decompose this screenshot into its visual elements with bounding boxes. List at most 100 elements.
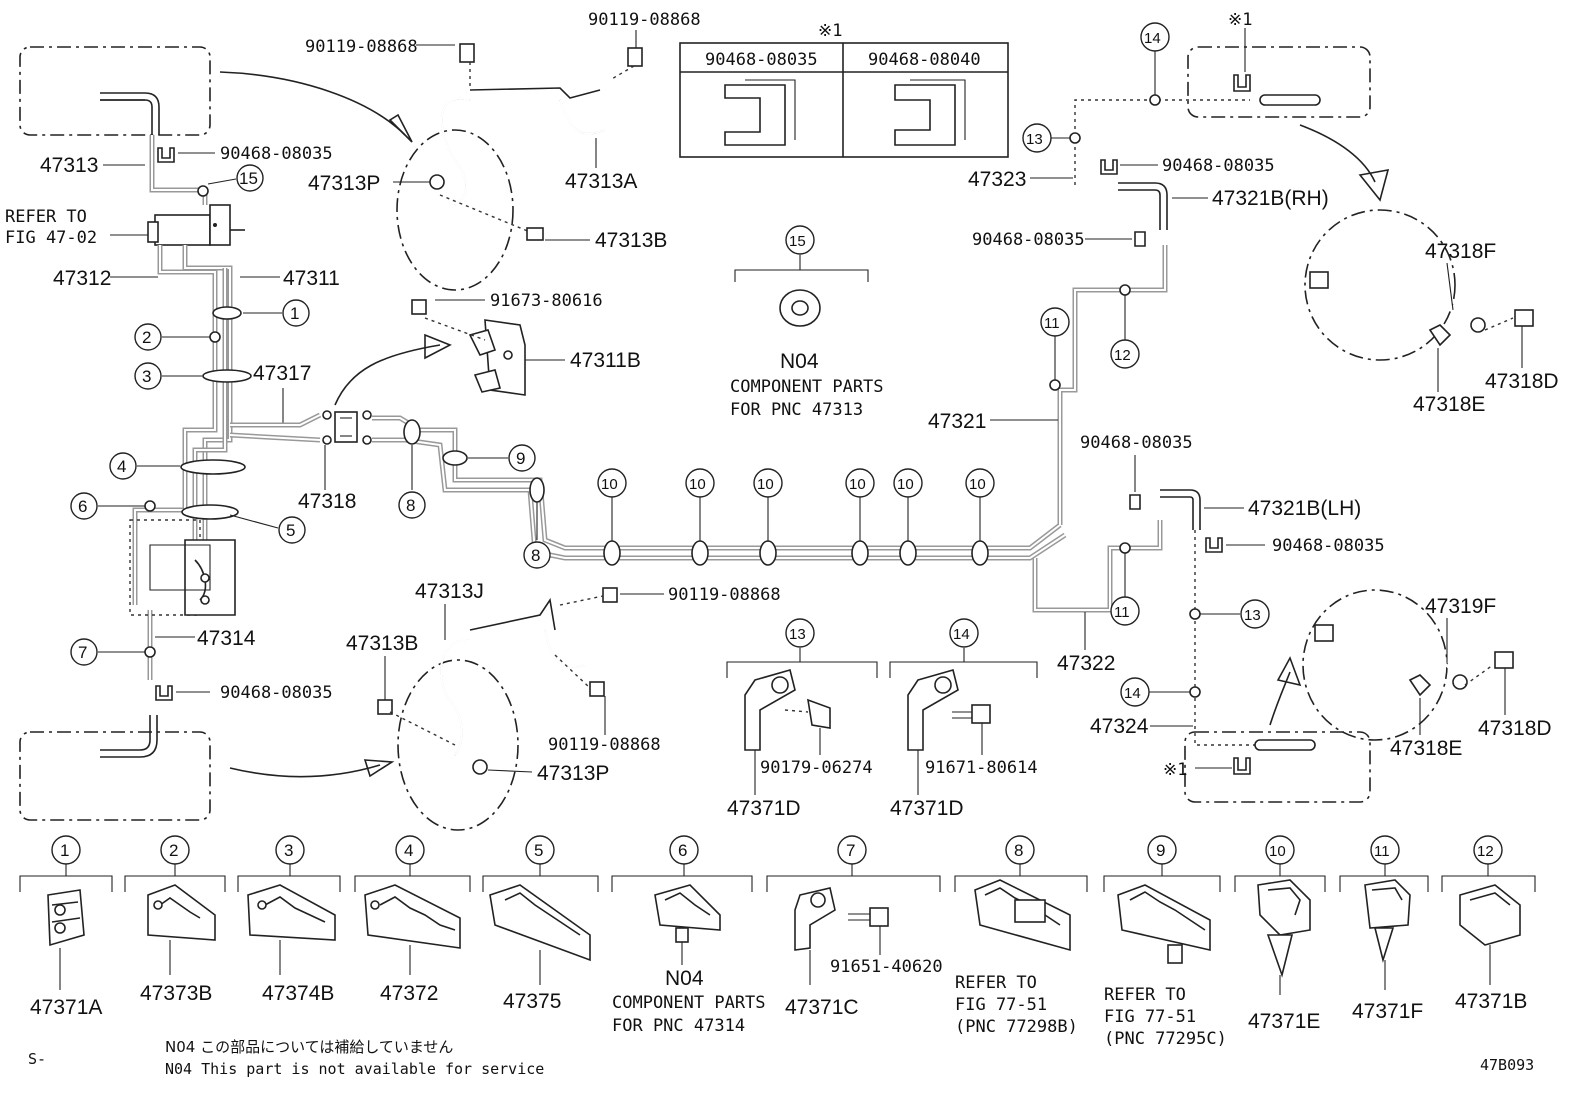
svg-text:10: 10 [1269, 843, 1286, 860]
label-90468-08035-d: 90468-08035 [972, 230, 1085, 250]
label-90468-08035-e: 90468-08035 [1080, 433, 1193, 453]
svg-text:1: 1 [290, 304, 299, 323]
label-47371D-a: 47371D [727, 797, 801, 820]
svg-text:11: 11 [1374, 843, 1390, 860]
bottom-parts-row: 1 47371A 2 47373B 3 47374B 4 [19, 835, 1536, 1049]
label-47371D-b: 47371D [890, 797, 964, 820]
label-47317: 47317 [253, 362, 311, 385]
label-47318D-top: 47318D [1485, 370, 1559, 393]
wheel-box-rear-right: ※1 [1187, 10, 1371, 118]
label-90119-08868-a: 90119-08868 [305, 37, 418, 57]
svg-text:13: 13 [1026, 131, 1043, 148]
svg-text:15: 15 [789, 233, 806, 250]
callouts-left: 1 2 3 4 6 5 7 15 [70, 164, 310, 666]
wheel-box-rear-right-lower: ※1 [1163, 731, 1371, 803]
svg-text:10: 10 [897, 476, 914, 493]
label-47371A: 47371A [30, 996, 102, 1019]
footer-note-en: N04 This part is not available for servi… [165, 1060, 544, 1078]
label-47374B: 47374B [262, 982, 334, 1005]
svg-text:2: 2 [169, 841, 178, 860]
label-47371C: 47371C [785, 996, 859, 1019]
svg-text:5: 5 [534, 841, 543, 860]
label-47372: 47372 [380, 982, 438, 1005]
label-47322: 47322 [1057, 652, 1115, 675]
label-47375: 47375 [503, 990, 561, 1013]
svg-text:7: 7 [78, 643, 87, 662]
label-90468-08035-a: 90468-08035 [220, 144, 333, 164]
wheel-box-front-left [19, 46, 211, 136]
label-47318E-top: 47318E [1413, 393, 1485, 416]
svg-text:8: 8 [406, 496, 415, 515]
label-47313B-top: 47313B [595, 229, 667, 252]
label-47311B: 47311B [570, 349, 641, 372]
label-90468-08035-f: 90468-08035 [1272, 536, 1385, 556]
svg-text:2: 2 [142, 328, 151, 347]
label-47313P-bot: 47313P [537, 762, 609, 785]
label-47318E-bot: 47318E [1390, 737, 1462, 760]
label-refer-to-77298b-line3: (PNC 77298B) [955, 1017, 1078, 1037]
label-47371F: 47371F [1352, 1000, 1423, 1023]
label-90468-08035-c: 90468-08035 [1162, 156, 1275, 176]
svg-text:6: 6 [78, 497, 87, 516]
svg-text:10: 10 [757, 476, 774, 493]
bracket-14: 14 91671-80614 47371D [889, 618, 1038, 820]
label-47371B: 47371B [1455, 990, 1527, 1013]
svg-text:10: 10 [849, 476, 866, 493]
label-47312: 47312 [53, 267, 111, 290]
hose-rear-right-upper [1304, 209, 1534, 361]
clamp-markers-left [144, 306, 252, 658]
svg-text:3: 3 [284, 841, 293, 860]
label-refer-to-77298b-line2: FIG 77-51 [955, 995, 1047, 1015]
label-47321B-RH: 47321B(RH) [1212, 187, 1329, 210]
label-90179-06274: 90179-06274 [760, 758, 873, 778]
label-91671-80614: 91671-80614 [925, 758, 1038, 778]
label-47318D-bot: 47318D [1478, 717, 1552, 740]
bracket-13: 13 90179-06274 47371D [726, 618, 878, 820]
svg-text:9: 9 [516, 449, 525, 468]
label-n04-top-line2: FOR PNC 47313 [730, 400, 863, 420]
label-47319F: 47319F [1425, 595, 1496, 618]
svg-text:9: 9 [1156, 841, 1165, 860]
label-47318F: 47318F [1425, 240, 1496, 263]
three-way-junction [322, 410, 372, 445]
footer-note-jp: N04 この部品については補給していません [165, 1038, 453, 1056]
label-47324: 47324 [1090, 715, 1149, 738]
note-mark-bot: ※1 [1163, 760, 1187, 780]
svg-text:10: 10 [601, 476, 618, 493]
label-47321: 47321 [928, 410, 986, 433]
svg-text:10: 10 [689, 476, 706, 493]
label-47313: 47313 [40, 154, 98, 177]
svg-text:12: 12 [1114, 347, 1131, 364]
label-47313A: 47313A [565, 170, 637, 193]
svg-text:6: 6 [678, 841, 687, 860]
note-mark-top: ※1 [1228, 10, 1252, 30]
brake-pipes-right [1032, 99, 1255, 746]
svg-text:11: 11 [1044, 315, 1060, 332]
master-cylinder-block [129, 519, 236, 616]
svg-text:8: 8 [1014, 841, 1023, 860]
svg-text:14: 14 [953, 626, 970, 643]
svg-text:13: 13 [789, 626, 806, 643]
svg-text:13: 13 [1244, 607, 1261, 624]
svg-text:3: 3 [142, 367, 151, 386]
label-90119-08868-b: 90119-08868 [588, 10, 701, 30]
figure-code: 47B093 [1480, 1056, 1534, 1074]
label-n04-bottom-line1: COMPONENT PARTS [612, 993, 766, 1013]
clamps-10-row: 10 10 10 10 10 10 [597, 468, 995, 566]
table-note-mark: ※1 [818, 21, 842, 41]
bracket-47311B [411, 299, 526, 396]
hose-front-left [396, 43, 643, 291]
svg-text:4: 4 [404, 841, 413, 860]
svg-text:1: 1 [60, 841, 69, 860]
footer-left-mark: S- [28, 1050, 46, 1068]
label-91651-40620: 91651-40620 [830, 957, 943, 977]
label-90119-08868-d: 90119-08868 [548, 735, 661, 755]
table-col2-header: 90468-08040 [868, 50, 981, 70]
label-91673-80616: 91673-80616 [490, 291, 603, 311]
svg-text:4: 4 [117, 457, 126, 476]
label-47311: 47311 [283, 267, 340, 290]
label-47314: 47314 [197, 627, 256, 650]
arrow-to-hose-bottom [229, 759, 395, 778]
svg-text:11: 11 [1114, 604, 1130, 621]
